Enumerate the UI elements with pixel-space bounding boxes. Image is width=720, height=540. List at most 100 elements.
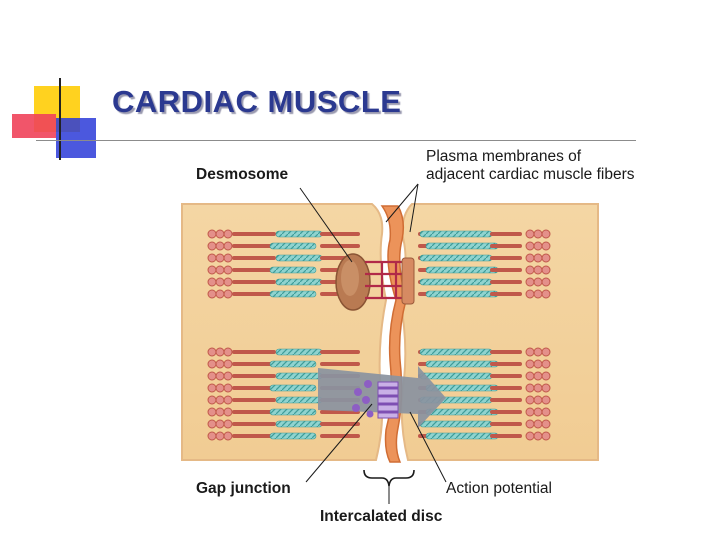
z-line-knot bbox=[215, 241, 225, 251]
z-line-knot bbox=[207, 253, 217, 263]
intercalated-disc-label: Intercalated disc bbox=[320, 508, 443, 525]
z-line-knot bbox=[541, 395, 551, 405]
z-line-knot bbox=[223, 277, 233, 287]
z-line-knot bbox=[207, 347, 217, 357]
myofibril-thick bbox=[232, 410, 276, 414]
myofibril-thick bbox=[490, 232, 522, 236]
myofibril-thick bbox=[490, 292, 522, 296]
myofibril-thick bbox=[490, 398, 522, 402]
z-line-knot bbox=[223, 407, 233, 417]
z-line-knot bbox=[223, 419, 233, 429]
myofibril-thick bbox=[490, 386, 522, 390]
z-line-knot bbox=[525, 383, 535, 393]
z-line-knot bbox=[525, 347, 535, 357]
myofibril-thin bbox=[269, 432, 317, 440]
z-line-knot bbox=[533, 241, 543, 251]
myofibril-thin bbox=[425, 408, 499, 416]
myofibril-thick bbox=[490, 362, 522, 366]
gap-junction-label: Gap junction bbox=[196, 480, 291, 497]
z-line-knot bbox=[525, 241, 535, 251]
myofibril-thick bbox=[320, 362, 360, 366]
z-line-knot bbox=[215, 253, 225, 263]
z-line-knot bbox=[533, 265, 543, 275]
myofibril-thin bbox=[419, 372, 493, 380]
z-line-knot bbox=[207, 265, 217, 275]
z-line-knot bbox=[525, 407, 535, 417]
myofibril-thin bbox=[269, 384, 317, 392]
myofibril-thick bbox=[320, 232, 360, 236]
z-line-knot bbox=[533, 371, 543, 381]
z-line-knot bbox=[533, 407, 543, 417]
myofibril-thin bbox=[425, 266, 499, 274]
myofibril-thick bbox=[232, 386, 276, 390]
z-line-knot bbox=[223, 383, 233, 393]
z-line-knot bbox=[525, 395, 535, 405]
myofibril-thick bbox=[232, 434, 276, 438]
myofibril-thick bbox=[490, 256, 522, 260]
z-line-knot bbox=[215, 383, 225, 393]
z-line-knot bbox=[533, 347, 543, 357]
z-line-knot bbox=[533, 431, 543, 441]
z-line-knot bbox=[207, 289, 217, 299]
z-line-knot bbox=[541, 419, 551, 429]
myofibril-thick bbox=[232, 292, 276, 296]
myofibril-thick bbox=[232, 232, 276, 236]
z-line-knot bbox=[223, 347, 233, 357]
z-line-knot bbox=[215, 277, 225, 287]
z-line-knot bbox=[207, 277, 217, 287]
myofibril-thin bbox=[275, 230, 323, 238]
z-line-knot bbox=[207, 371, 217, 381]
z-line-knot bbox=[215, 395, 225, 405]
z-line-knot bbox=[215, 229, 225, 239]
z-line-knot bbox=[541, 241, 551, 251]
myofibril-thick bbox=[490, 244, 522, 248]
gap-junction-channels bbox=[352, 380, 399, 419]
z-line-knot bbox=[223, 371, 233, 381]
plasma-membrane-label-line1: Plasma membranes of bbox=[426, 148, 582, 165]
deco-blue-square bbox=[56, 118, 96, 158]
myofibril-thin bbox=[269, 290, 317, 298]
myofibril-thin bbox=[419, 420, 493, 428]
myofibril-thin bbox=[419, 348, 493, 356]
z-line-knot bbox=[541, 229, 551, 239]
deco-horizontal-line bbox=[36, 140, 636, 141]
myofibril-thick bbox=[490, 350, 522, 354]
z-line-knot bbox=[207, 395, 217, 405]
myofibril-thin bbox=[269, 242, 317, 250]
z-line-knot bbox=[207, 229, 217, 239]
z-line-knot bbox=[223, 253, 233, 263]
myofibril-thick bbox=[320, 434, 360, 438]
z-line-knot bbox=[223, 431, 233, 441]
z-line-knot bbox=[525, 253, 535, 263]
z-line-knot bbox=[525, 431, 535, 441]
myofibril-thin bbox=[275, 278, 323, 286]
z-line-knot bbox=[223, 289, 233, 299]
z-line-knot bbox=[541, 277, 551, 287]
action-potential-label: Action potential bbox=[446, 480, 552, 497]
z-line-knot bbox=[207, 241, 217, 251]
z-line-knot bbox=[525, 371, 535, 381]
myofibril-thick bbox=[232, 362, 276, 366]
z-line-knot bbox=[541, 431, 551, 441]
myofibril-thick bbox=[320, 244, 360, 248]
z-line-knot bbox=[541, 407, 551, 417]
z-line-knot bbox=[215, 407, 225, 417]
z-line-knot bbox=[223, 241, 233, 251]
myofibril-thin bbox=[419, 230, 493, 238]
z-line-knot bbox=[215, 431, 225, 441]
myofibril-thin bbox=[269, 266, 317, 274]
leader-lines bbox=[299, 183, 447, 483]
myofibril-thin bbox=[419, 278, 493, 286]
z-line-knot bbox=[541, 383, 551, 393]
z-line-knot bbox=[223, 265, 233, 275]
z-line-knot bbox=[541, 371, 551, 381]
z-line-knot bbox=[541, 359, 551, 369]
myofibril-thick bbox=[320, 422, 360, 426]
myofibril-thin bbox=[269, 408, 317, 416]
myofibril-thin bbox=[269, 360, 317, 368]
myofibril-thin bbox=[275, 254, 323, 262]
z-line-knot bbox=[207, 431, 217, 441]
myofibril-thick bbox=[232, 422, 276, 426]
z-line-knot bbox=[525, 277, 535, 287]
